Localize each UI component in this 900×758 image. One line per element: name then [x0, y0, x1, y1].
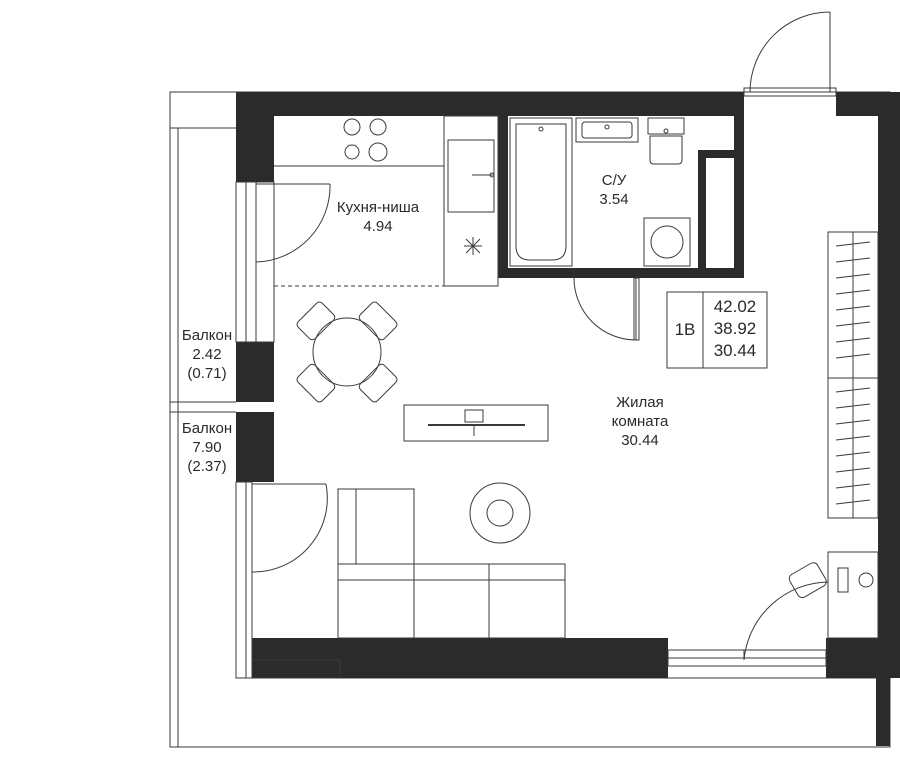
- balcony-large-label: Балкон 7.90 (2.37): [172, 419, 242, 476]
- living-room-name-1: Жилая: [616, 394, 664, 411]
- living-room-area: 30.44: [621, 432, 659, 449]
- balcony-small-reduced: (0.71): [187, 365, 227, 382]
- total-area: 42.02: [713, 297, 757, 316]
- walls: [236, 92, 900, 746]
- balcony-small-label: Балкон 2.42 (0.71): [172, 326, 242, 383]
- wardrobe-hangers: [835, 241, 871, 505]
- area-without-balcony: 38.92: [713, 319, 757, 338]
- living-room-label: Жилая комната 30.44: [590, 393, 690, 450]
- balcony-small-name: Балкон: [181, 327, 233, 344]
- bathroom-area: 3.54: [599, 191, 629, 208]
- balcony-small-area: 2.42: [192, 346, 222, 363]
- kitchen-area: 4.94: [363, 218, 393, 235]
- apartment-areas: 42.02 38.92 30.44: [703, 296, 767, 362]
- dishwasher-icon: [464, 237, 482, 255]
- living-room-name-2: комната: [611, 413, 669, 430]
- balcony-large-reduced: (2.37): [187, 458, 227, 475]
- apartment-type: 1B: [674, 320, 696, 339]
- balcony-large-name: Балкон: [181, 420, 233, 437]
- apartment-badge: 1B 42.02 38.92 30.44: [667, 292, 767, 368]
- balcony-large-area: 7.90: [192, 439, 222, 456]
- bathroom-label: С/У 3.54: [584, 171, 644, 209]
- apartment-badge-frame: [666, 291, 768, 369]
- bathroom-name: С/У: [601, 172, 627, 189]
- kitchen-label: Кухня-ниша 4.94: [318, 198, 438, 236]
- kitchen-name: Кухня-ниша: [336, 199, 420, 216]
- living-area: 30.44: [713, 341, 757, 360]
